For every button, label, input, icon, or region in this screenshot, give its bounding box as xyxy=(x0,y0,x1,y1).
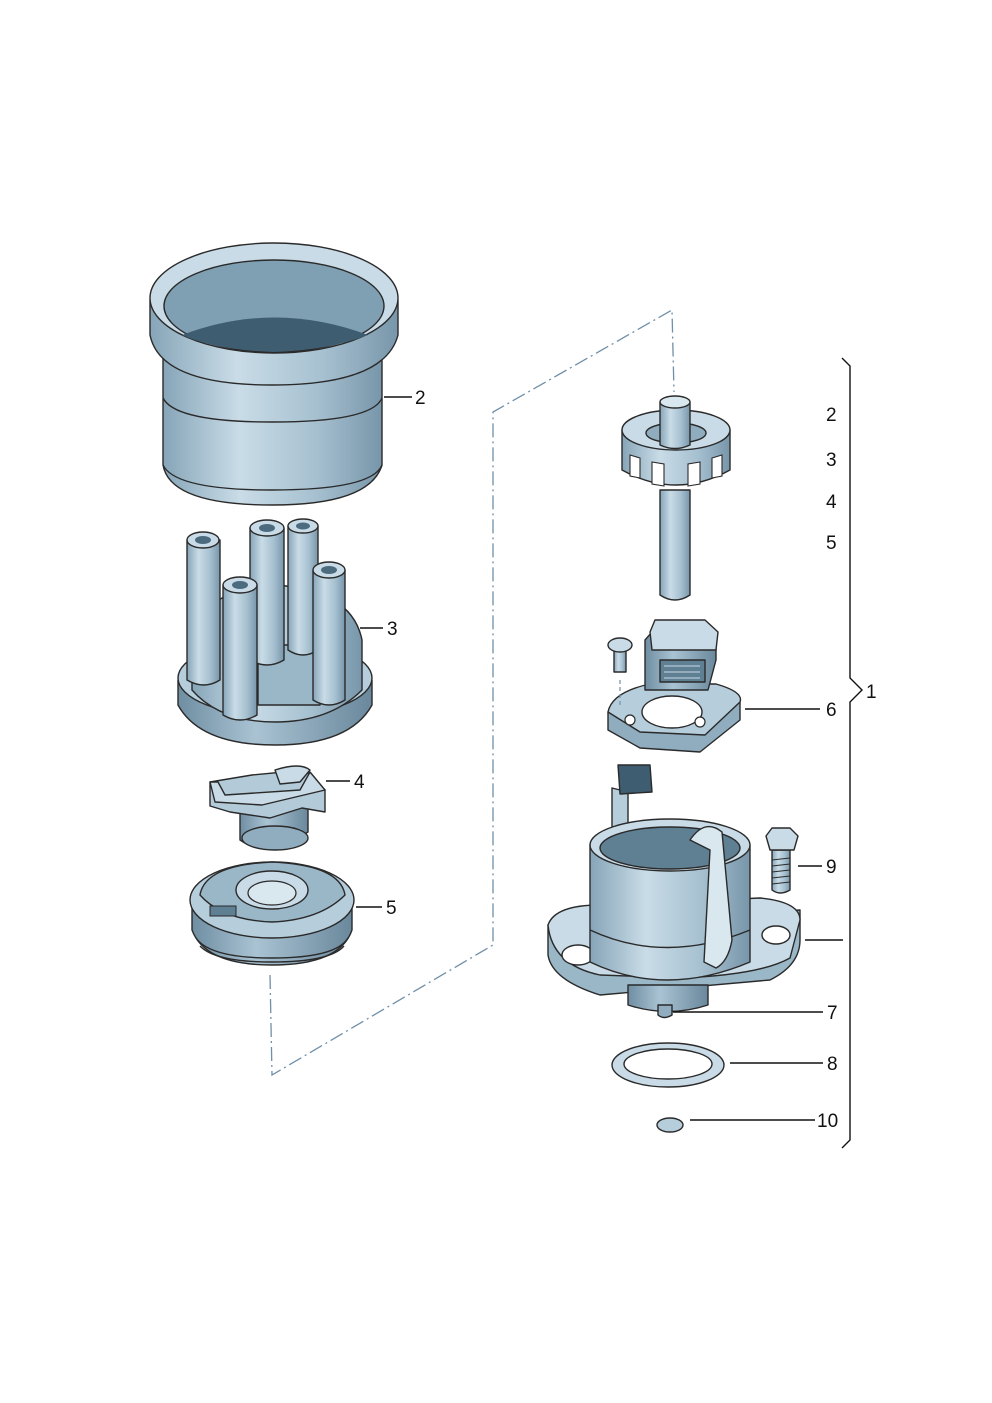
part-3-distributor-cap xyxy=(177,518,373,746)
part-9-bolt xyxy=(765,827,799,894)
callout-2: 2 xyxy=(415,388,426,409)
assembly-item-2: 2 xyxy=(826,405,837,426)
part-5-base-plate xyxy=(189,861,355,966)
part-10-seal xyxy=(656,1117,684,1133)
part-2-cap-cover xyxy=(149,242,399,506)
assembly-label-1: 1 xyxy=(866,682,877,703)
assembly-item-5: 5 xyxy=(826,533,837,554)
centerline-path xyxy=(269,308,675,1077)
callout-3: 3 xyxy=(387,619,398,640)
callout-9: 9 xyxy=(826,857,837,878)
part-4-rotor xyxy=(209,765,326,851)
callout-4: 4 xyxy=(354,772,365,793)
callout-7: 7 xyxy=(827,1003,838,1024)
assembly-bracket xyxy=(841,357,863,1149)
part-6-hall-sender xyxy=(607,619,742,753)
part-8-gasket-ring xyxy=(611,1042,725,1088)
part-7-distributor-housing xyxy=(547,764,801,1019)
callout-8: 8 xyxy=(827,1054,838,1075)
part-shaft-trigger-wheel xyxy=(621,395,731,601)
callout-5: 5 xyxy=(386,898,397,919)
callout-6: 6 xyxy=(826,700,837,721)
callout-10: 10 xyxy=(817,1111,838,1132)
assembly-item-4: 4 xyxy=(826,492,837,513)
assembly-item-3: 3 xyxy=(826,450,837,471)
